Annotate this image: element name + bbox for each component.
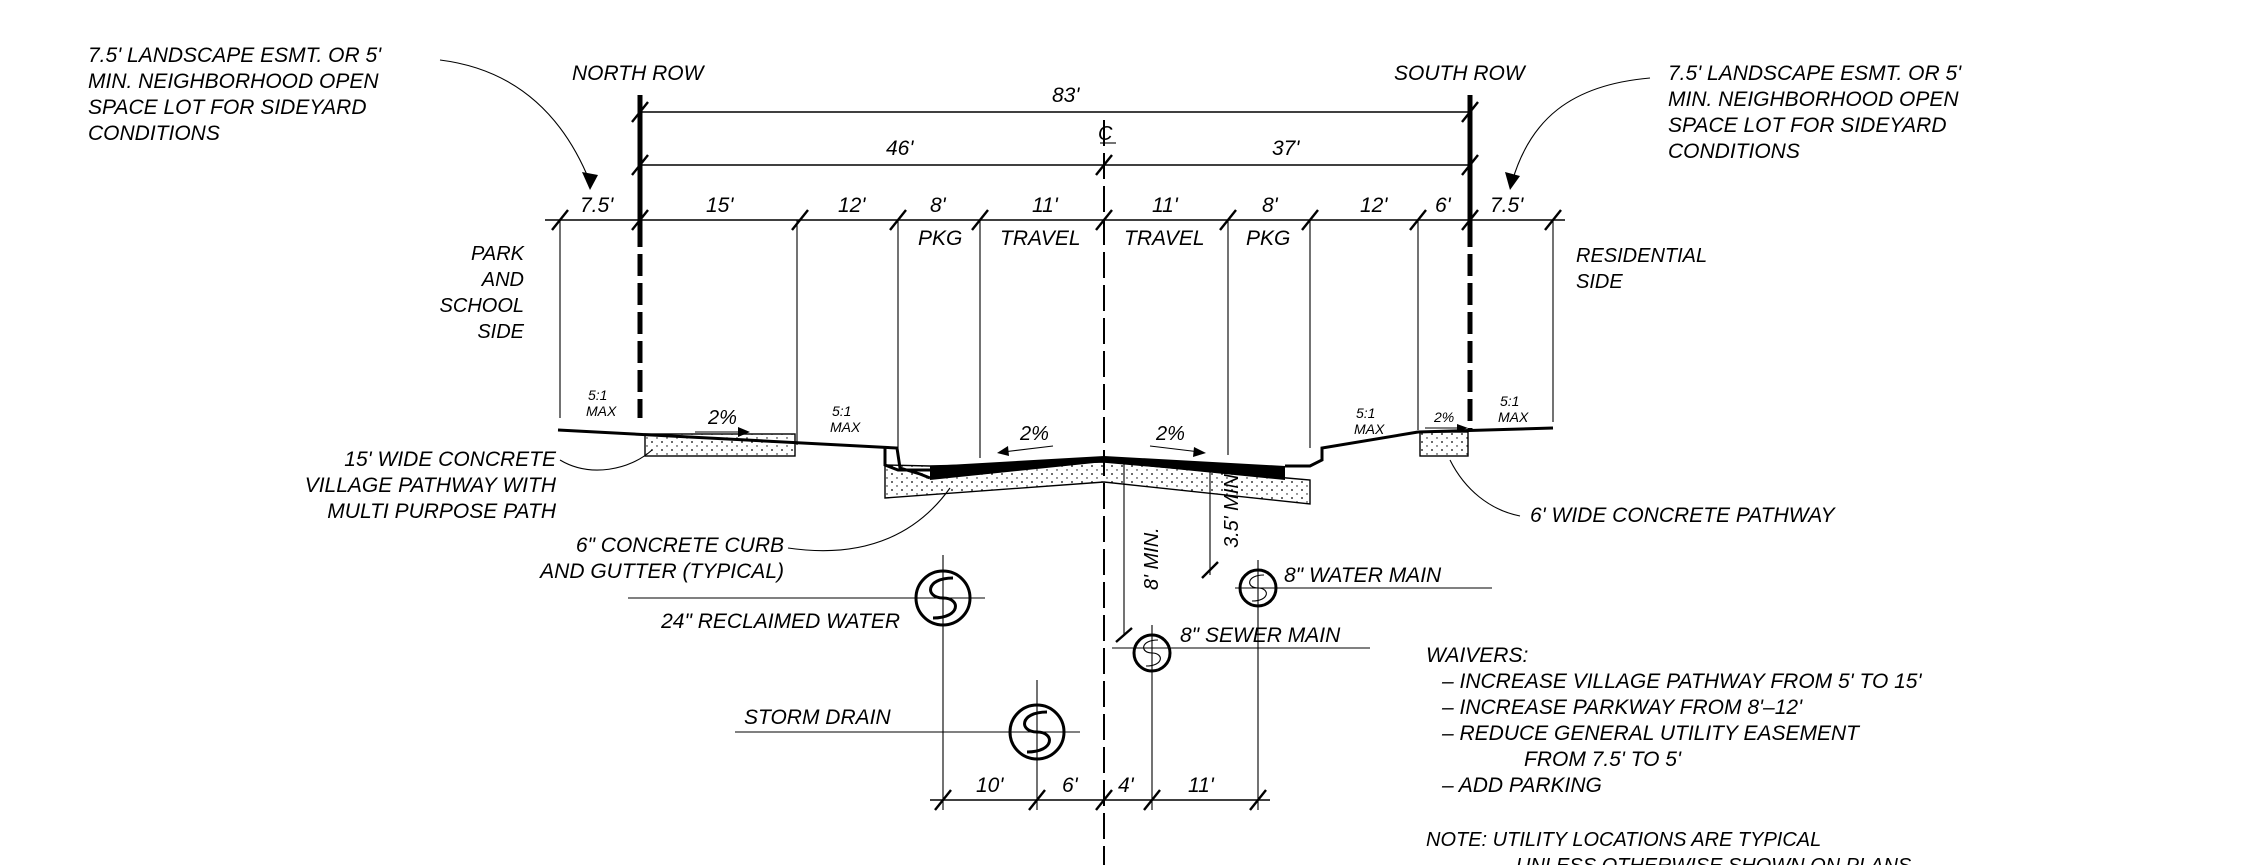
segment-dimension-labels: 7.5' 15' 12' 8' 11' 11' 8' 12' 6' 7.5' <box>580 194 1524 217</box>
curb-line-2: AND GUTTER (TYPICAL) <box>538 560 784 583</box>
curb-line-1: 6" CONCRETE CURB <box>576 534 784 557</box>
south-row-label: SOUTH ROW <box>1394 62 1527 85</box>
max-ratio-3: 5:1 <box>1356 405 1375 421</box>
max-ratio-1-max: MAX <box>586 403 617 419</box>
right-of-way-lines <box>637 95 1473 430</box>
seg-dim-7: 8' <box>1262 194 1279 217</box>
utilities <box>628 462 1492 810</box>
dim-north-half: 46' <box>886 137 914 160</box>
lane-pkg-left: PKG <box>918 227 962 250</box>
reclaimed-water-label: 24" RECLAIMED WATER <box>660 610 900 633</box>
left-side-line-3: SCHOOL <box>440 295 524 317</box>
landscape-right-line-2: MIN. NEIGHBORHOOD OPEN <box>1668 88 1959 111</box>
dim-total: 83' <box>1052 84 1080 107</box>
seg-dim-4: 8' <box>930 194 947 217</box>
slope-road-right: 2% <box>1155 423 1185 445</box>
sewer-main-label: 8" SEWER MAIN <box>1180 624 1341 647</box>
landscape-right-line-3: SPACE LOT FOR SIDEYARD <box>1668 114 1947 137</box>
util-dim-3: 4' <box>1118 774 1135 797</box>
util-dim-1: 10' <box>976 774 1004 797</box>
note-line-2: UNLESS OTHERWISE SHOWN ON PLANS <box>1516 855 1912 865</box>
max-ratio-2-max: MAX <box>830 419 861 435</box>
seg-dim-9: 6' <box>1435 194 1452 217</box>
utility-dimension-line <box>930 789 1270 811</box>
waiver-item-3: – REDUCE GENERAL UTILITY EASEMENT <box>1441 722 1861 745</box>
waivers-title: WAIVERS: <box>1426 644 1528 667</box>
landscape-left-line-3: SPACE LOT FOR SIDEYARD <box>88 96 367 119</box>
pathway-line-1: 15' WIDE CONCRETE <box>344 448 557 471</box>
waivers-block: WAIVERS: – INCREASE VILLAGE PATHWAY FROM… <box>1426 644 1922 797</box>
pathway-callout: 15' WIDE CONCRETE VILLAGE PATHWAY WITH M… <box>305 448 557 523</box>
waiver-item-1: – INCREASE VILLAGE PATHWAY FROM 5' TO 15… <box>1441 670 1922 693</box>
waiver-item-2: – INCREASE PARKWAY FROM 8'–12' <box>1441 696 1803 719</box>
seg-dim-8: 12' <box>1360 194 1388 217</box>
landscape-right-line-1: 7.5' LANDSCAPE ESMT. OR 5' <box>1668 62 1962 85</box>
landscape-callout-left: 7.5' LANDSCAPE ESMT. OR 5' MIN. NEIGHBOR… <box>88 44 382 145</box>
utility-dimension-labels: 10' 6' 4' 11' <box>976 774 1215 797</box>
waiver-item-5: – ADD PARKING <box>1441 774 1602 797</box>
left-side-line-4: SIDE <box>477 321 524 343</box>
left-side-line-2: AND <box>481 269 524 291</box>
seg-dim-1: 7.5' <box>580 194 614 217</box>
landscape-left-line-1: 7.5' LANDSCAPE ESMT. OR 5' <box>88 44 382 67</box>
note-line-1: NOTE: UTILITY LOCATIONS ARE TYPICAL <box>1426 829 1821 851</box>
landscape-callout-right: 7.5' LANDSCAPE ESMT. OR 5' MIN. NEIGHBOR… <box>1668 62 1962 163</box>
pathway-line-2: VILLAGE PATHWAY WITH <box>305 474 557 497</box>
max-ratio-4-max: MAX <box>1498 409 1529 425</box>
right-side-line-2: SIDE <box>1576 271 1623 293</box>
storm-drain-label: STORM DRAIN <box>744 706 891 729</box>
max-ratio-1: 5:1 <box>588 387 607 403</box>
centerline-symbol: C <box>1098 123 1113 145</box>
seg-dim-5: 11' <box>1032 194 1059 217</box>
slope-sidewalk-right: 2% <box>1433 409 1454 425</box>
seg-dim-2: 15' <box>706 194 734 217</box>
water-main-label: 8" WATER MAIN <box>1284 564 1442 587</box>
side-label-left: PARK AND SCHOOL SIDE <box>440 243 526 343</box>
max-ratio-3-max: MAX <box>1354 421 1385 437</box>
slope-path: 2% <box>707 407 737 429</box>
max-ratio-2: 5:1 <box>832 403 851 419</box>
slope-labels: 5:1 MAX 5:1 MAX 5:1 MAX 5:1 MAX 2% 2% 2%… <box>586 387 1529 445</box>
curb-callout: 6" CONCRETE CURB AND GUTTER (TYPICAL) <box>538 534 784 583</box>
north-row-label: NORTH ROW <box>572 62 706 85</box>
seg-dim-3: 12' <box>838 194 866 217</box>
landscape-left-line-4: CONDITIONS <box>88 122 220 145</box>
util-dim-4: 11' <box>1188 774 1215 797</box>
landscape-left-line-2: MIN. NEIGHBORHOOD OPEN <box>88 70 379 93</box>
slope-road-left: 2% <box>1019 423 1049 445</box>
seg-dim-10: 7.5' <box>1490 194 1524 217</box>
landscape-right-line-4: CONDITIONS <box>1668 140 1800 163</box>
lane-travel-left: TRAVEL <box>1000 227 1081 250</box>
sewer-depth-label: 8' MIN. <box>1141 527 1163 590</box>
dim-south-half: 37' <box>1272 137 1300 160</box>
util-dim-2: 6' <box>1062 774 1079 797</box>
waiver-item-4: FROM 7.5' TO 5' <box>1524 748 1682 771</box>
side-label-right: RESIDENTIAL SIDE <box>1576 245 1707 293</box>
water-depth-label: 3.5' MIN. <box>1221 469 1243 548</box>
utility-labels: 8" WATER MAIN 8" SEWER MAIN 24" RECLAIME… <box>660 564 1442 729</box>
right-side-line-1: RESIDENTIAL <box>1576 245 1707 267</box>
extension-lines <box>559 220 1554 458</box>
lane-pkg-right: PKG <box>1246 227 1290 250</box>
leaders <box>439 59 1651 552</box>
lane-labels: PKG TRAVEL TRAVEL PKG <box>918 227 1290 250</box>
ground-profile <box>557 426 1554 505</box>
note-block: NOTE: UTILITY LOCATIONS ARE TYPICAL UNLE… <box>1426 829 1912 865</box>
pathway-line-3: MULTI PURPOSE PATH <box>327 500 557 523</box>
max-ratio-4: 5:1 <box>1500 393 1519 409</box>
left-side-line-1: PARK <box>471 243 526 265</box>
concrete-pathway-callout: 6' WIDE CONCRETE PATHWAY <box>1530 504 1837 527</box>
lane-travel-right: TRAVEL <box>1124 227 1205 250</box>
seg-dim-6: 11' <box>1152 194 1179 217</box>
